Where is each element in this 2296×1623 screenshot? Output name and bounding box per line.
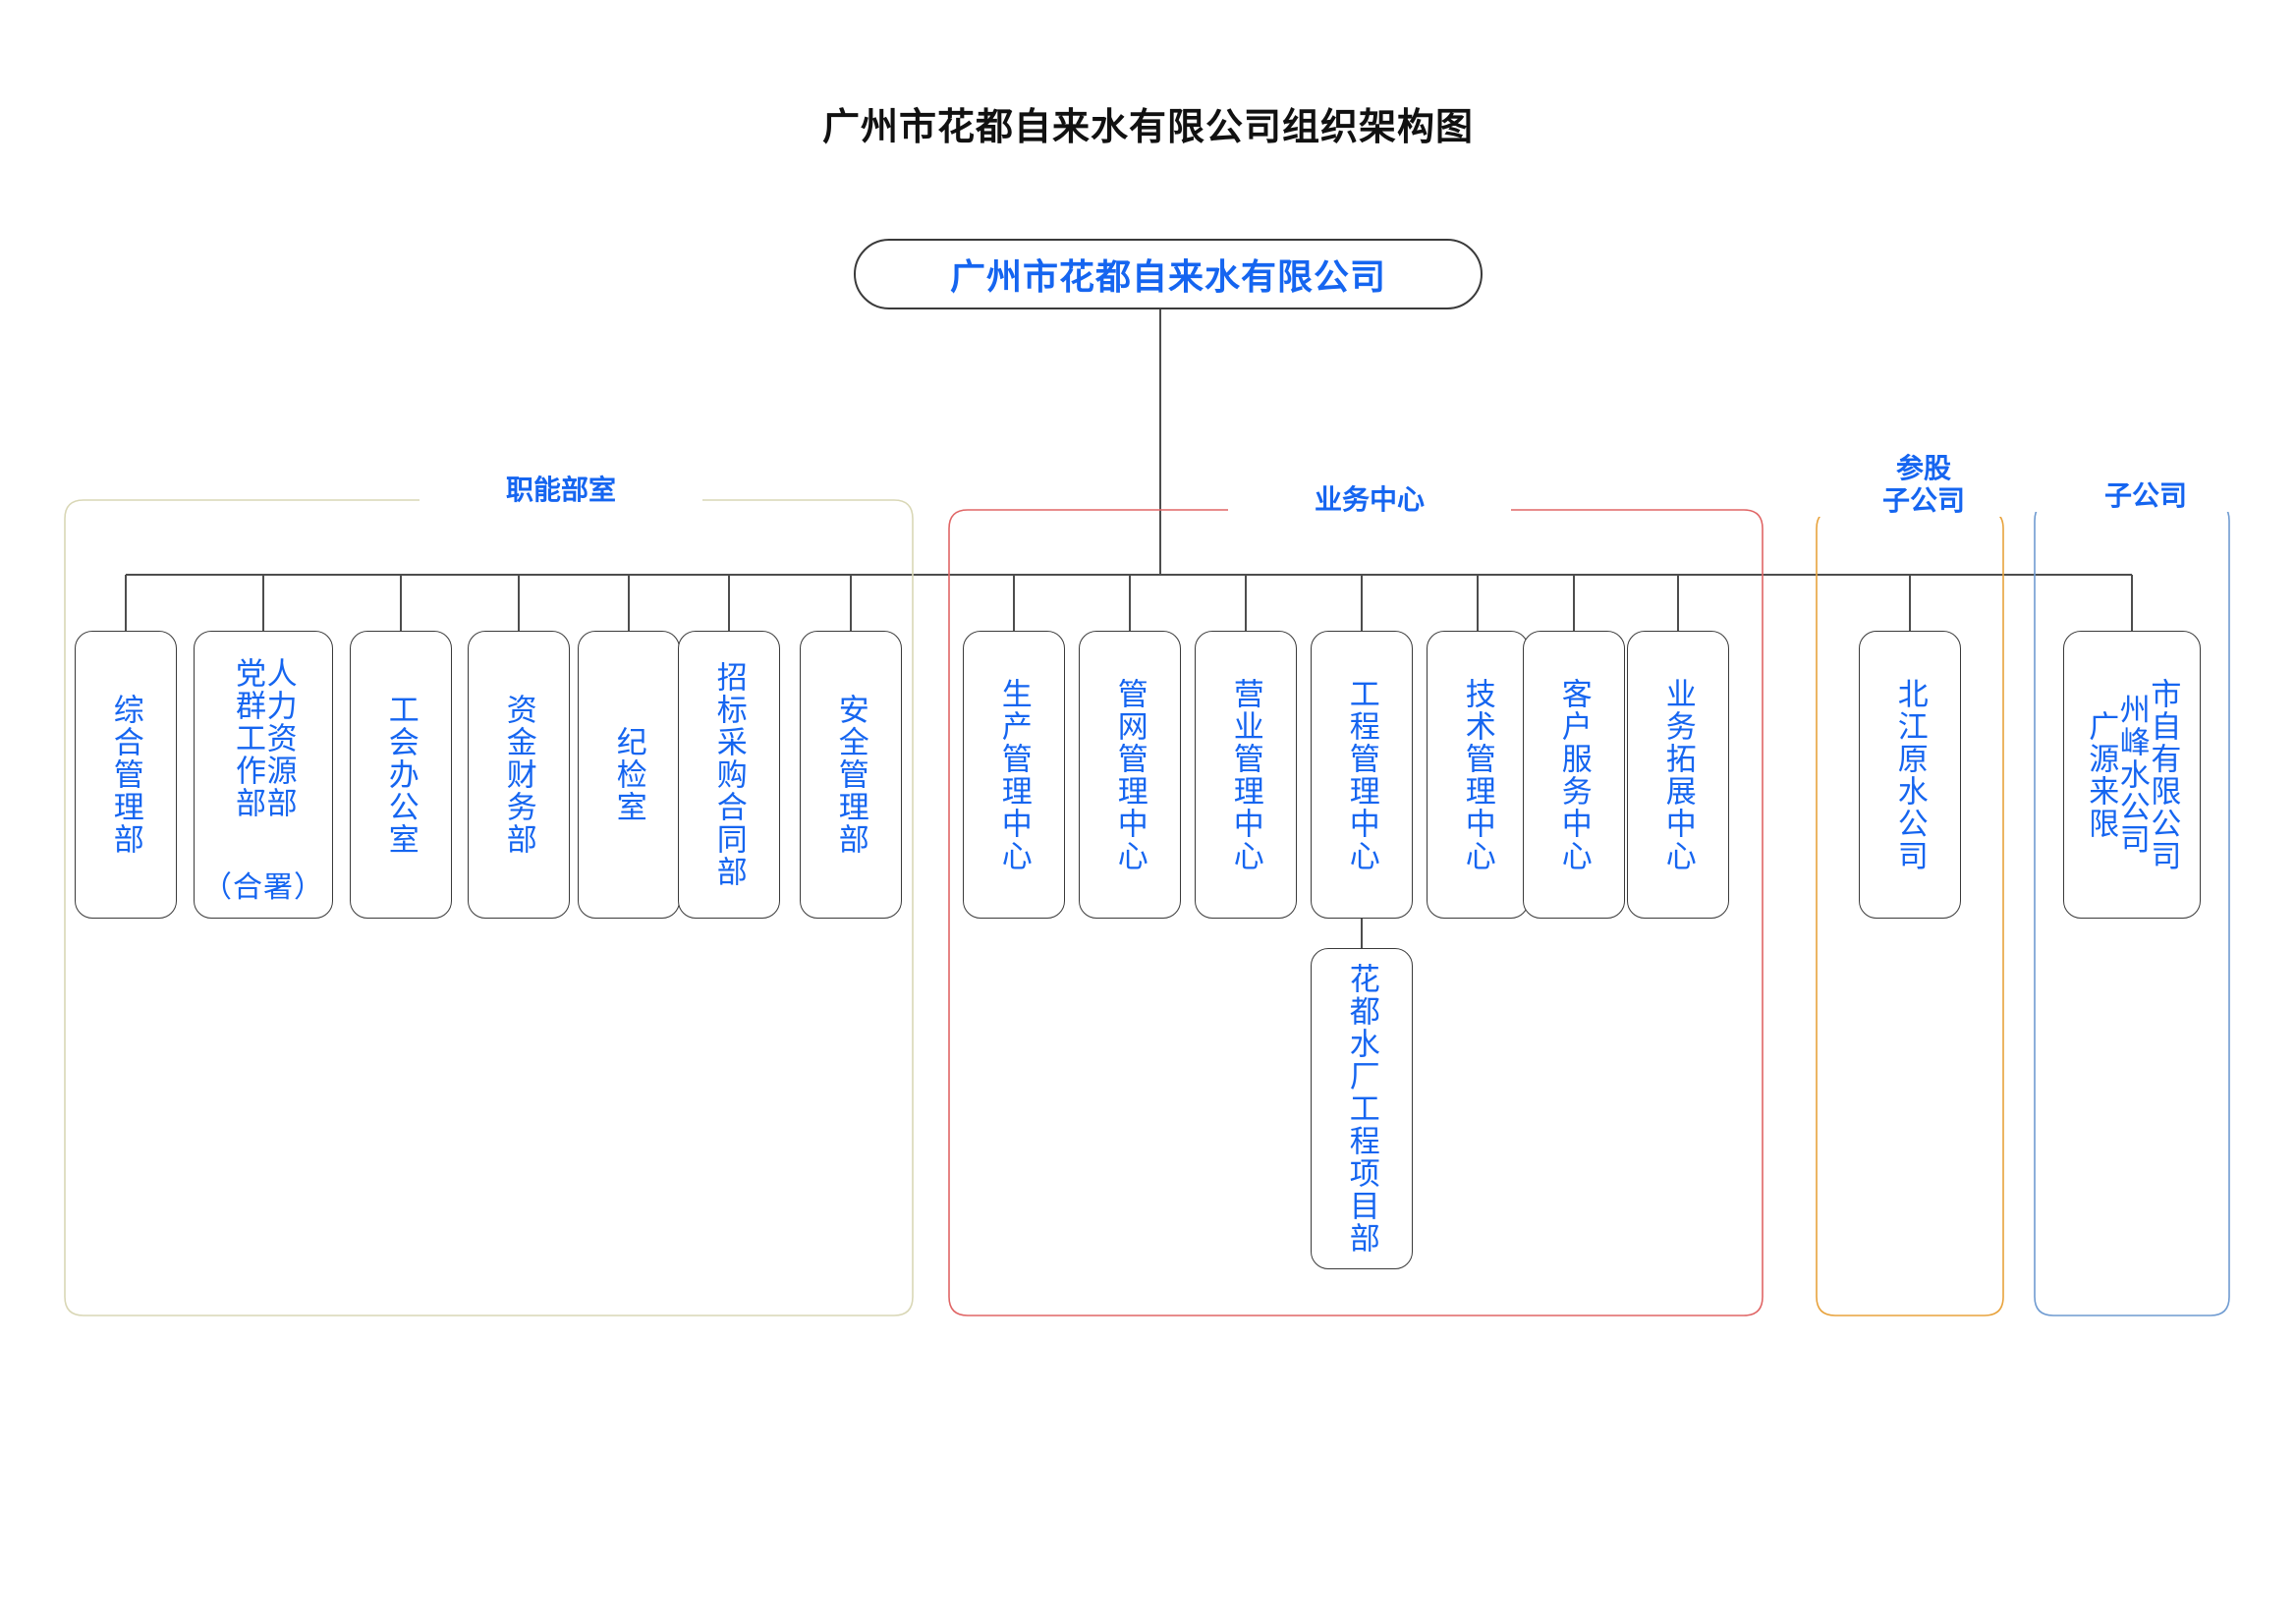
node-label-column: 广源来限 [2084, 709, 2119, 840]
node-connector-line [728, 575, 730, 631]
group-label-subsidiary: 子公司 [2004, 479, 2287, 513]
node-label-column: 综合管理部 [108, 694, 143, 856]
node-label-column: 生产管理中心 [996, 677, 1032, 872]
child-connector-line [1361, 919, 1363, 948]
node-functional-4[interactable]: 纪检室 [578, 631, 680, 919]
node-connector-line [262, 575, 264, 631]
root-node-label: 广州市花都自来水有限公司 [949, 256, 1386, 297]
node-functional-3[interactable]: 资金财务部 [468, 631, 570, 919]
node-connector-line [1677, 575, 1679, 631]
node-connector-line [1245, 575, 1247, 631]
node-connector-line [1013, 575, 1015, 631]
node-business-4[interactable]: 技术管理中心 [1427, 631, 1529, 919]
node-label-column: 北江原水公司 [1892, 677, 1928, 872]
node-functional-1[interactable]: 人力资源部党群工作部 （合署） [194, 631, 333, 919]
node-connector-line [1477, 575, 1479, 631]
node-connector-line [2131, 575, 2133, 631]
node-label-column: 招标采购合同部 [711, 661, 747, 888]
node-business-3-child[interactable]: 花都水厂工程项目部 [1311, 948, 1413, 1269]
node-connector-line [518, 575, 520, 631]
node-business-3[interactable]: 工程管理中心 [1311, 631, 1413, 919]
group-label-line1: 参股 [1895, 453, 1951, 483]
node-functional-0[interactable]: 综合管理部 [75, 631, 177, 919]
node-label-column: 工程管理中心 [1344, 677, 1379, 872]
group-frame-business [948, 509, 1764, 1316]
group-label-line2: 子公司 [1881, 485, 1965, 517]
node-connector-line [850, 575, 852, 631]
node-label-column: 业务拓展中心 [1660, 677, 1696, 872]
node-label-column: 州峰水公司 [2114, 694, 2150, 856]
node-business-1[interactable]: 管网管理中心 [1079, 631, 1181, 919]
node-label-column: 市自有限公司 [2146, 677, 2181, 872]
node-label-column: 安全管理部 [833, 694, 868, 856]
node-business-0[interactable]: 生产管理中心 [963, 631, 1065, 919]
node-label-column: 工会办公室 [383, 694, 419, 856]
root-connector-line [1159, 309, 1161, 575]
node-connector-line [1909, 575, 1911, 631]
group-label-business: 业务中心 [1228, 483, 1511, 517]
node-label-column: 纪检室 [611, 726, 646, 823]
node-label-column: 管网管理中心 [1112, 677, 1148, 872]
node-connector-line [125, 575, 127, 631]
node-connector-line [1129, 575, 1131, 631]
node-label-column: 营业管理中心 [1228, 677, 1263, 872]
root-node-company[interactable]: 广州市花都自来水有限公司 [854, 239, 1483, 309]
node-functional-6[interactable]: 安全管理部 [800, 631, 902, 919]
node-connector-line [628, 575, 630, 631]
page-title: 广州市花都自来水有限公司组织架构图 [821, 107, 1474, 148]
node-connector-line [400, 575, 402, 631]
node-functional-5[interactable]: 招标采购合同部 [678, 631, 780, 919]
group-label-functional: 职能部室 [420, 474, 702, 507]
node-label-column: 党群工作部 [231, 657, 265, 819]
group-frame-affiliate [1816, 509, 2004, 1316]
node-label-column: 人力资源部 [261, 657, 297, 819]
node-label-column: 资金财务部 [501, 694, 536, 856]
node-subsidiary-0[interactable]: 市自有限公司州峰水公司广源来限 [2063, 631, 2201, 919]
node-business-6[interactable]: 业务拓展中心 [1627, 631, 1729, 919]
node-connector-line [1361, 575, 1363, 631]
node-connector-line [1573, 575, 1575, 631]
node-label-column: 客户服务中心 [1556, 677, 1592, 872]
node-functional-2[interactable]: 工会办公室 [350, 631, 452, 919]
node-label-column: 技术管理中心 [1460, 677, 1495, 872]
node-business-5[interactable]: 客户服务中心 [1523, 631, 1625, 919]
node-label-column: 花都水厂工程项目部 [1344, 963, 1379, 1255]
group-frame-functional [64, 499, 914, 1316]
node-business-2[interactable]: 营业管理中心 [1195, 631, 1297, 919]
node-label-note: （合署） [202, 871, 324, 904]
node-affiliate-0[interactable]: 北江原水公司 [1859, 631, 1961, 919]
